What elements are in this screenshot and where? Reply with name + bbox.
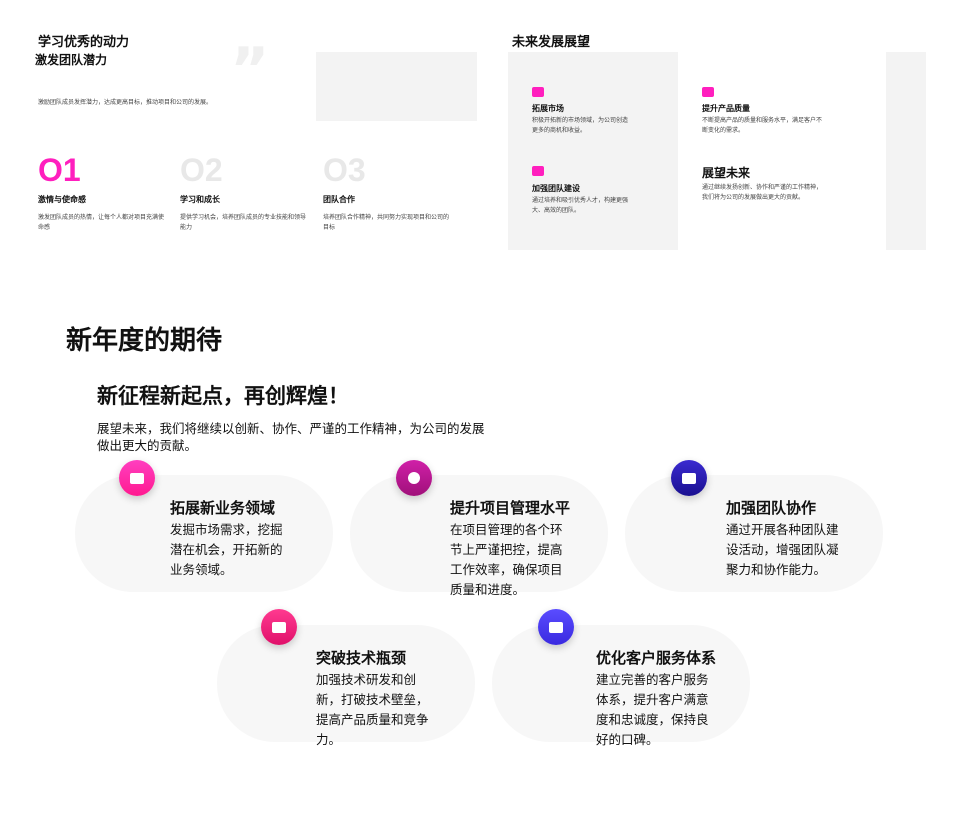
left-subtitle: 激发团队潜力 [35, 53, 108, 67]
item-desc: 培养团队合作精神，共同努力实现项目和公司的目标 [323, 214, 450, 231]
feature-desc: 不断提高产品的质量和服务水平，满足客户不断变化的需求。 [702, 117, 823, 134]
image-placeholder [316, 52, 477, 121]
feature-item: 拓展市场 积极开拓新的市场领域，为公司创造更多的商机和收益。 [532, 87, 632, 136]
item-desc: 提供学习机会，培养团队成员的专业技能和领导能力 [180, 214, 307, 231]
chat-icon [261, 609, 297, 645]
item-title: 学习和成长 [180, 195, 220, 204]
card [75, 475, 333, 592]
card-title: 优化客户服务体系 [596, 649, 717, 667]
item-title: 团队合作 [323, 195, 355, 204]
left-title: 学习优秀的动力 [38, 35, 130, 50]
card [492, 625, 750, 742]
card-title: 加强团队协作 [726, 499, 817, 517]
headline: 新征程新起点，再创辉煌！ [97, 384, 349, 408]
numbered-item: O3 团队合作 培养团队合作精神，共同努力实现项目和公司的目标 [323, 154, 453, 233]
webcam-icon [396, 460, 432, 496]
outlook: 展望未来 通过继续发扬创新、协作和严谨的工作精神，我们将为公司的发展做出更大的贡… [702, 164, 827, 203]
card-desc: 通过开展各种团队建设活动，增强团队凝聚力和协作能力。 [726, 522, 839, 577]
item-number: O2 [180, 152, 223, 188]
card-title: 拓展新业务领域 [170, 499, 276, 517]
printer-icon [538, 609, 574, 645]
card-title: 突破技术瓶颈 [316, 649, 407, 667]
sofa-icon [671, 460, 707, 496]
image-icon [119, 460, 155, 496]
numbered-item: O2 学习和成长 提供学习机会，培养团队成员的专业技能和领导能力 [180, 154, 310, 233]
outlook-title: 展望未来 [702, 166, 751, 180]
feature-title: 提升产品质量 [702, 104, 750, 113]
card [350, 475, 608, 592]
grey-block [886, 52, 926, 250]
image-icon [532, 87, 544, 97]
feature-title: 拓展市场 [532, 104, 564, 113]
card-desc: 建立完善的客户服务体系，提升客户满意度和忠诚度，保持良好的口碑。 [596, 672, 709, 747]
card [625, 475, 883, 592]
quote-icon: ” [230, 35, 270, 105]
feature-desc: 积极开拓新的市场领域，为公司创造更多的商机和收益。 [532, 117, 629, 134]
item-number: O1 [38, 152, 81, 188]
card-desc: 加强技术研发和创新，打破技术壁垒，提高产品质量和竞争力。 [316, 672, 429, 747]
intro: 展望未来，我们将继续以创新、协作、严谨的工作精神，为公司的发展做出更大的贡献。 [97, 421, 485, 453]
feature-item: 提升产品质量 不断提高产品的质量和服务水平，满足客户不断变化的需求。 [702, 87, 827, 136]
feature-desc: 通过培养和吸引优秀人才，构建更强大、高效的团队。 [532, 197, 629, 214]
grey-block [508, 52, 678, 250]
main-title: 新年度的期待 [66, 326, 223, 356]
numbered-item: O1 激情与使命感 激发团队成员的热情，让每个人都对项目充满使命感 [38, 154, 168, 233]
item-number: O3 [323, 152, 366, 188]
chat-icon [532, 166, 544, 176]
feature-item: 加强团队建设 通过培养和吸引优秀人才，构建更强大、高效的团队。 [532, 166, 632, 216]
feature-title: 加强团队建设 [532, 184, 580, 193]
item-desc: 激发团队成员的热情，让每个人都对项目充满使命感 [38, 214, 165, 231]
item-title: 激情与使命感 [38, 195, 86, 204]
card [217, 625, 475, 742]
right-title: 未来发展展望 [512, 35, 591, 50]
sofa-icon [702, 87, 714, 97]
outlook-desc: 通过继续发扬创新、协作和严谨的工作精神，我们将为公司的发展做出更大的贡献。 [702, 184, 823, 201]
card-desc: 发掘市场需求，挖掘潜在机会，开拓新的业务领域。 [170, 522, 283, 577]
card-title: 提升项目管理水平 [450, 499, 571, 517]
left-desc: 激励团队成员发挥潜力，达成更高目标，推动项目和公司的发展。 [38, 99, 213, 106]
card-desc: 在项目管理的各个环节上严谨把控，提高工作效率，确保项目质量和进度。 [450, 522, 563, 597]
